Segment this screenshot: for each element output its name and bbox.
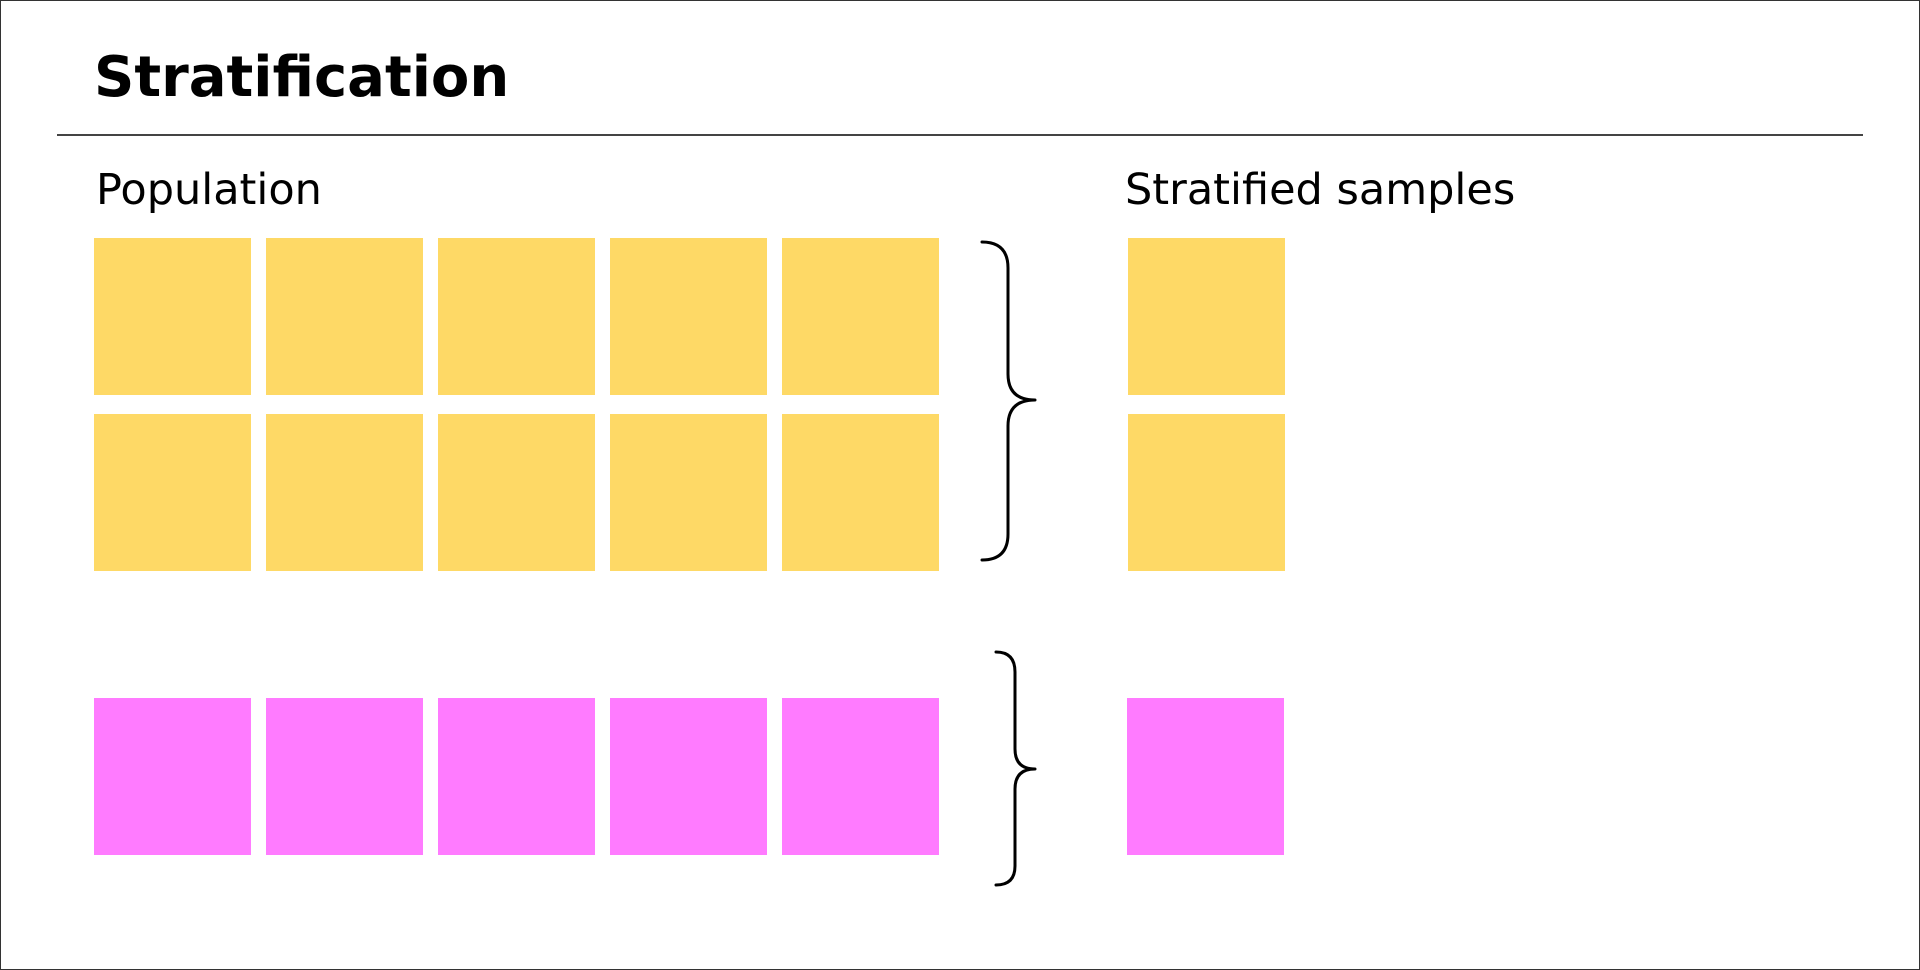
population-square-a (94, 238, 251, 395)
population-square-a (266, 414, 423, 571)
stratified-samples-label: Stratified samples (1125, 165, 1516, 215)
population-square-a (610, 414, 767, 571)
population-square-b (94, 698, 251, 855)
page-title: Stratification (94, 45, 510, 110)
sample-square-b (1127, 698, 1284, 855)
population-square-a (438, 414, 595, 571)
population-square-b (438, 698, 595, 855)
population-square-b (782, 698, 939, 855)
population-square-a (438, 238, 595, 395)
population-square-b (610, 698, 767, 855)
population-square-a (782, 238, 939, 395)
sample-square-a (1128, 238, 1285, 395)
title-divider (57, 134, 1863, 136)
population-label: Population (96, 165, 322, 215)
population-square-a (266, 238, 423, 395)
population-square-a (610, 238, 767, 395)
population-square-b (266, 698, 423, 855)
population-square-a (94, 414, 251, 571)
population-square-a (782, 414, 939, 571)
sample-square-a (1128, 414, 1285, 571)
